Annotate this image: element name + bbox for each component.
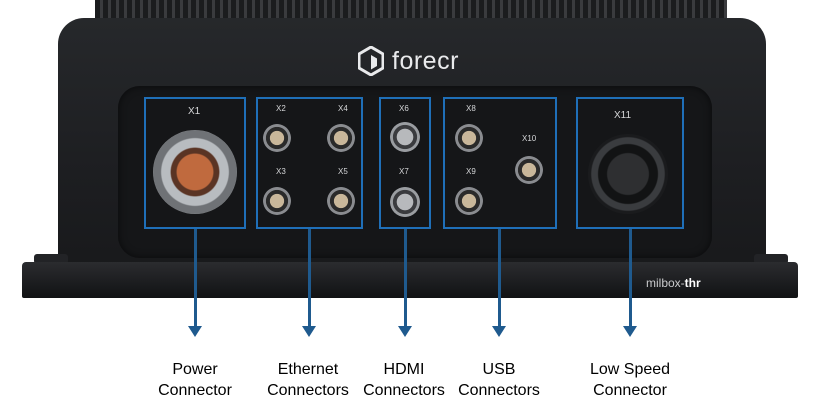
brand-name: forecr [392, 46, 459, 75]
port-label-x5: X5 [338, 167, 348, 176]
hdmi-highlight-box [379, 97, 431, 229]
caption-usb-line2: Connectors [458, 382, 540, 399]
mounting-foot-right [754, 254, 788, 264]
power-highlight-box [144, 97, 246, 229]
port-label-x9: X9 [466, 167, 476, 176]
ethernet-connector-x3 [263, 187, 291, 215]
port-label-x3: X3 [276, 167, 286, 176]
usb-connector-x8 [455, 124, 483, 152]
brand-logo-group: forecr [358, 44, 459, 78]
hdmi-connector-x6 [390, 122, 420, 152]
usb-highlight-box [443, 97, 557, 229]
hdmi-connector-x7 [390, 187, 420, 217]
caption-usb: USB Connectors [458, 359, 540, 401]
model-prefix: milbox- [646, 276, 685, 290]
caption-usb-line1: USB [482, 361, 516, 378]
ethernet-arrow-shaft [308, 229, 311, 327]
power-connector [153, 130, 237, 214]
port-label-x4: X4 [338, 104, 348, 113]
port-label-x11: X11 [614, 110, 632, 121]
usb-connector-x10 [515, 156, 543, 184]
port-label-x8: X8 [466, 104, 476, 113]
ethernet-arrow-head-icon [302, 326, 316, 337]
port-label-x2: X2 [276, 104, 286, 113]
port-label-x7: X7 [399, 167, 409, 176]
caption-low-speed-line2: Connector [593, 382, 667, 399]
hdmi-arrow-head-icon [398, 326, 412, 337]
low-speed-arrow-head-icon [623, 326, 637, 337]
caption-low-speed-line1: Low Speed [589, 361, 671, 378]
usb-arrow-shaft [498, 229, 501, 327]
forecr-logo-icon [358, 46, 384, 76]
power-arrow-shaft [194, 229, 197, 327]
ethernet-connector-x2 [263, 124, 291, 152]
caption-power-line1: Power [172, 361, 218, 378]
model-suffix: thr [684, 276, 701, 290]
power-arrow-head-icon [188, 326, 202, 337]
device-base-plate [22, 262, 798, 298]
caption-ethernet: Ethernet Connectors [249, 359, 367, 401]
caption-hdmi-line2: Connectors [363, 382, 445, 399]
caption-ethernet-line1: Ethernet [277, 361, 339, 378]
low-speed-highlight-box [576, 97, 684, 229]
ethernet-connector-x5 [327, 187, 355, 215]
ethernet-highlight-box [256, 97, 363, 229]
low-speed-connector [588, 134, 668, 214]
port-label-x6: X6 [399, 104, 409, 113]
low-speed-arrow-shaft [629, 229, 632, 327]
hdmi-arrow-shaft [404, 229, 407, 327]
port-label-x1: X1 [188, 106, 201, 117]
caption-power: Power Connector [145, 359, 245, 401]
usb-arrow-head-icon [492, 326, 506, 337]
caption-hdmi-line1: HDMI [383, 361, 425, 378]
mounting-foot-left [34, 254, 68, 264]
port-label-x10: X10 [522, 134, 537, 143]
caption-low-speed: Low Speed Connector [575, 359, 685, 401]
caption-ethernet-line2: Connectors [267, 382, 349, 399]
caption-hdmi: HDMI Connectors [352, 359, 456, 401]
usb-connector-x9 [455, 187, 483, 215]
ethernet-connector-x4 [327, 124, 355, 152]
model-name: milbox-thr [646, 276, 701, 290]
caption-power-line2: Connector [158, 382, 232, 399]
